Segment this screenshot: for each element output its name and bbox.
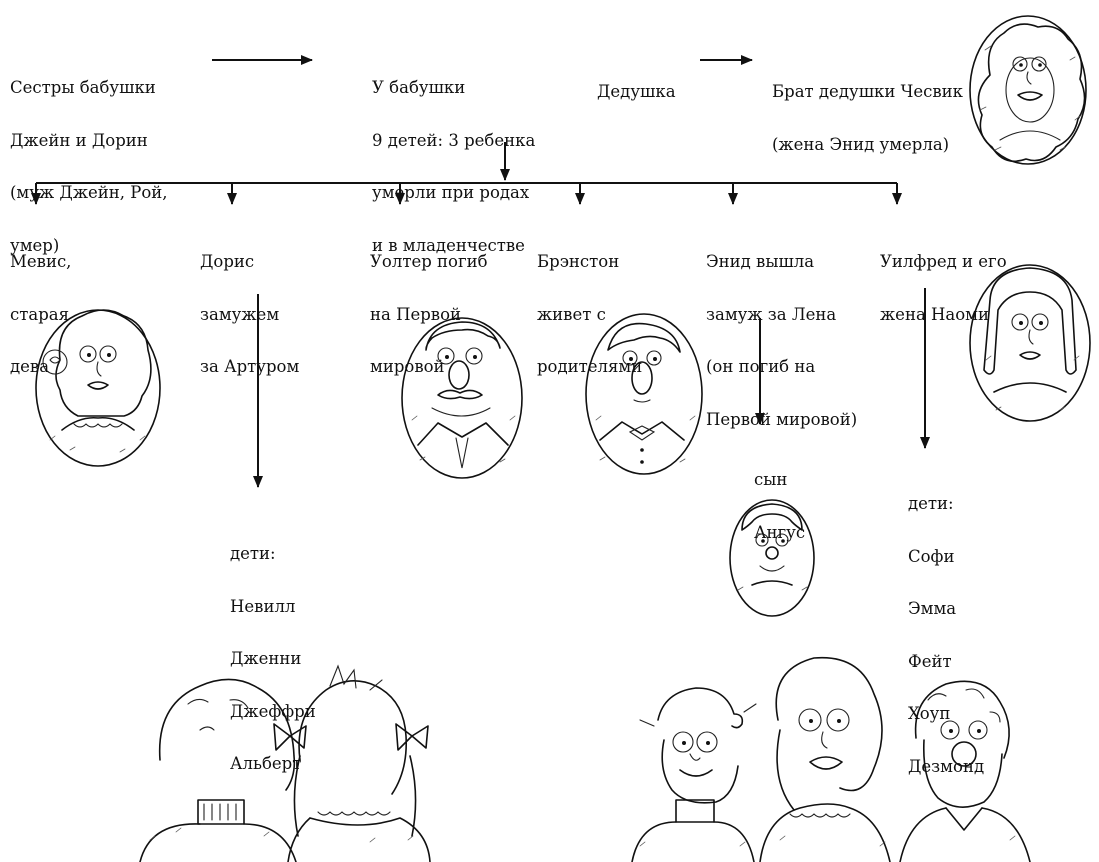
portrait-walter-icon xyxy=(401,317,523,479)
wilfred-kid-1: Софи xyxy=(908,546,955,566)
doris-kids-heading: дети: xyxy=(230,544,276,563)
grandfather-line-1: Дедушка xyxy=(597,82,676,101)
wilfred-line-1: Уилфред и его xyxy=(880,252,1007,271)
grandmother-line-4: и в младенчестве xyxy=(372,235,525,255)
doris-kid-4: Альберт xyxy=(230,754,302,773)
grandmother-line-3: умерли при родах xyxy=(372,183,530,202)
sisters-label: Сестры бабушки Джейн и Дорин (муж Джейн,… xyxy=(10,44,168,289)
enid-line-4: Первой мировой) xyxy=(706,409,858,429)
doris-line-2: замужем xyxy=(200,304,280,324)
walter-line-2: на Первой xyxy=(370,304,462,324)
child-wilfred-label: Уилфред и его жена Наоми xyxy=(880,218,1007,358)
enid-line-1: Энид вышла xyxy=(706,252,815,271)
child-doris-label: Дорис замужем за Артуром xyxy=(200,218,299,411)
three-children-group-icon xyxy=(631,656,1031,862)
walter-line-3: мировой xyxy=(370,357,445,376)
sisters-line-2: Джейн и Дорин xyxy=(10,130,148,150)
wilfred-kids-list: дети: Софи Эмма Фейт Хоуп Дезмонд xyxy=(908,460,984,810)
portrait-mavis-icon xyxy=(35,309,161,467)
doris-kid-1: Невилл xyxy=(230,596,296,616)
wilfred-kid-5: Дезмонд xyxy=(908,756,985,776)
wilfred-kid-4: Хоуп xyxy=(908,704,951,723)
back-view-children-icon xyxy=(139,664,431,862)
branston-line-2: живет с xyxy=(537,304,606,324)
enid-son-heading: сын xyxy=(754,470,788,489)
doris-kid-3: Джеффри xyxy=(230,701,316,721)
wilfred-kid-3: Фейт xyxy=(908,651,952,671)
grandmother-line-2: 9 детей: 3 ребенка xyxy=(372,130,536,150)
branston-line-1: Брэнстон xyxy=(537,252,620,271)
enid-son-label: сын Ангус xyxy=(754,436,805,576)
grandfather-brother-label: Брат дедушки Чесвик (жена Энид умерла) xyxy=(772,48,963,188)
grandfather-brother-line-2: (жена Энид умерла) xyxy=(772,134,950,154)
mavis-line-2: старая xyxy=(10,304,70,324)
doris-line-3: за Артуром xyxy=(200,357,300,376)
walter-line-1: Уолтер погиб xyxy=(370,252,488,271)
sisters-line-1: Сестры бабушки xyxy=(10,78,156,97)
portrait-angus-icon xyxy=(729,499,815,617)
sisters-line-3: (муж Джейн, Рой, xyxy=(10,183,168,202)
wilfred-kid-2: Эмма xyxy=(908,599,957,618)
doris-line-1: Дорис xyxy=(200,252,255,271)
branston-line-3: родителями xyxy=(537,357,643,376)
child-mavis-label: Мевис, старая дева xyxy=(10,218,71,411)
enid-line-3: (он погиб на xyxy=(706,357,816,376)
portrait-naomi-icon xyxy=(969,264,1091,422)
child-branston-label: Брэнстон живет с родителями xyxy=(537,218,642,411)
doris-kids-list: дети: Невилл Дженни Джеффри Альберт xyxy=(230,510,316,808)
enid-son-name: Ангус xyxy=(754,522,806,542)
grandfather-label: Дедушка xyxy=(597,48,676,136)
grandmother-line-1: У бабушки xyxy=(372,78,466,97)
sisters-line-4: умер) xyxy=(10,235,60,255)
mavis-line-1: Мевис, xyxy=(10,252,72,271)
portrait-branston-icon xyxy=(585,313,703,475)
wilfred-kids-heading: дети: xyxy=(908,494,954,513)
mavis-line-3: дева xyxy=(10,357,50,376)
wilfred-line-2: жена Наоми xyxy=(880,304,990,324)
grandfather-brother-line-1: Брат дедушки Чесвик xyxy=(772,82,963,101)
portrait-cheswick-wife-icon xyxy=(969,15,1087,165)
grandmother-label: У бабушки 9 детей: 3 ребенка умерли при … xyxy=(372,44,535,289)
enid-line-2: замуж за Лена xyxy=(706,304,837,324)
child-walter-label: Уолтер погиб на Первой мировой xyxy=(370,218,488,411)
child-enid-label: Энид вышла замуж за Лена (он погиб на Пе… xyxy=(706,218,857,463)
doris-kid-2: Дженни xyxy=(230,649,302,668)
